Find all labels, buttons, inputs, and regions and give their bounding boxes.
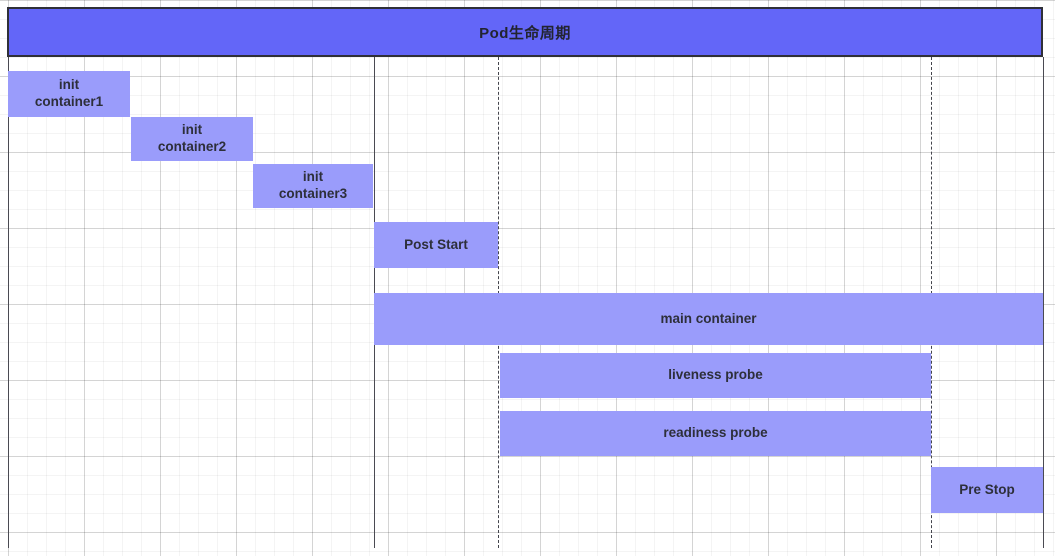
lifecycle-bar-label-init-container3: init container3 bbox=[278, 169, 348, 201]
lifecycle-bar-init-container1[interactable]: init container1 bbox=[8, 71, 130, 117]
lifecycle-bar-readiness-probe[interactable]: readiness probe bbox=[500, 411, 931, 456]
lifecycle-bar-label-main-container: main container bbox=[660, 310, 757, 326]
lifecycle-bar-label-post-start: Post Start bbox=[404, 236, 468, 252]
lifecycle-bar-pre-stop[interactable]: Pre Stop bbox=[931, 467, 1043, 513]
phase-line-canvas-right-edge bbox=[1043, 57, 1044, 548]
lifecycle-bar-init-container3[interactable]: init container3 bbox=[253, 164, 373, 208]
lifecycle-bar-label-init-container1: init container1 bbox=[34, 77, 104, 109]
lifecycle-bar-init-container2[interactable]: init container2 bbox=[131, 117, 253, 161]
lifecycle-bar-label-init-container2: init container2 bbox=[157, 122, 227, 154]
lifecycle-bar-label-liveness-probe: liveness probe bbox=[668, 367, 763, 383]
diagram-title: Pod生命周期 bbox=[479, 24, 571, 42]
diagram-title-bar: Pod生命周期 bbox=[7, 7, 1043, 57]
lifecycle-bar-post-start[interactable]: Post Start bbox=[374, 222, 498, 268]
lifecycle-bar-liveness-probe[interactable]: liveness probe bbox=[500, 353, 931, 398]
lifecycle-bar-label-pre-stop: Pre Stop bbox=[959, 481, 1015, 497]
lifecycle-bar-main-container[interactable]: main container bbox=[374, 293, 1043, 345]
phase-line-canvas-left-edge bbox=[8, 57, 9, 548]
lifecycle-bar-label-readiness-probe: readiness probe bbox=[663, 425, 768, 441]
